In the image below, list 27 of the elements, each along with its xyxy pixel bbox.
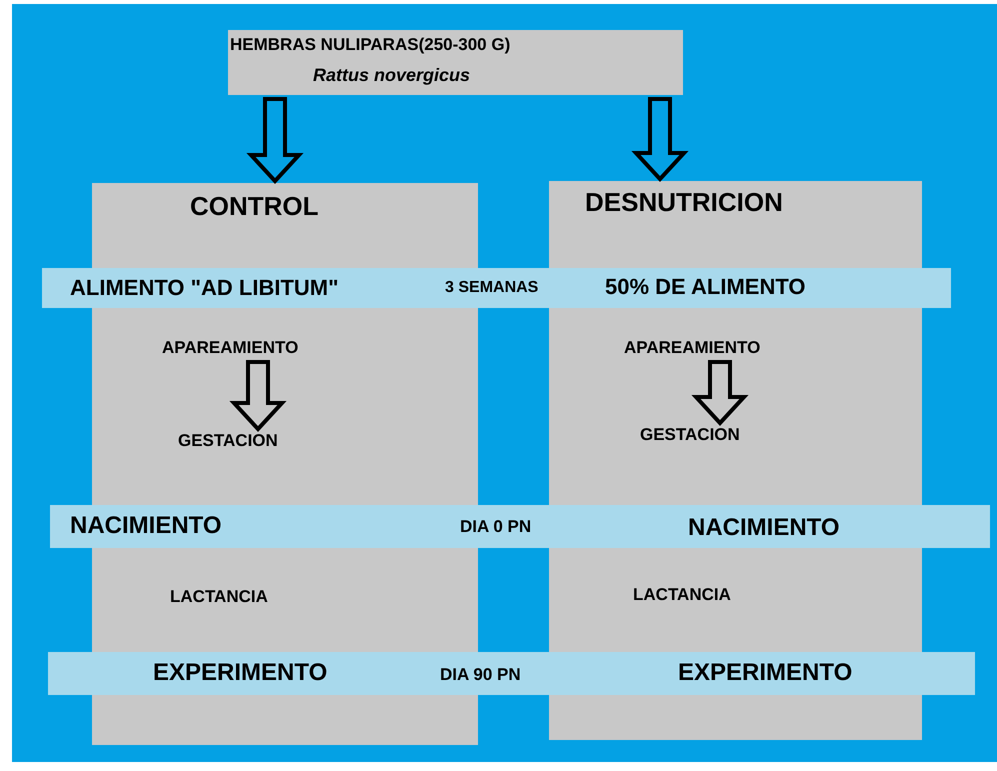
stage-band [42, 268, 951, 308]
stage-band [50, 505, 990, 548]
block-arrow [229, 360, 287, 432]
band-text: NACIMIENTO [70, 514, 222, 538]
band-text: DIA 0 PN [460, 518, 532, 535]
block-arrow [631, 97, 689, 182]
band-text: ALIMENTO "AD LIBITUM" [70, 277, 339, 299]
title-box [228, 30, 683, 95]
band-text: 3 SEMANAS [445, 280, 538, 296]
heading-text: CONTROL [190, 193, 319, 219]
phase-label: LACTANCIA [170, 588, 268, 605]
band-text: NACIMIENTO [688, 516, 840, 540]
block-arrow [246, 97, 304, 184]
step-text: APAREAMIENTO [162, 339, 298, 356]
band-text: EXPERIMENTO [153, 661, 328, 685]
heading-text: HEMBRAS NULIPARAS(250-300 G) [230, 36, 510, 53]
block-arrow [691, 360, 749, 426]
step-text: GESTACION [178, 432, 278, 449]
band-text: 50% DE ALIMENTO [605, 276, 806, 298]
phase-label: LACTANCIA [633, 586, 731, 603]
step-text: APAREAMIENTO [624, 339, 760, 356]
step-text: GESTACION [640, 426, 740, 443]
band-text: EXPERIMENTO [678, 661, 852, 685]
stage-band [48, 652, 975, 695]
species-name: Rattus novergicus [313, 66, 470, 84]
heading-text: DESNUTRICION [585, 189, 783, 215]
band-text: DIA 90 PN [440, 666, 521, 683]
